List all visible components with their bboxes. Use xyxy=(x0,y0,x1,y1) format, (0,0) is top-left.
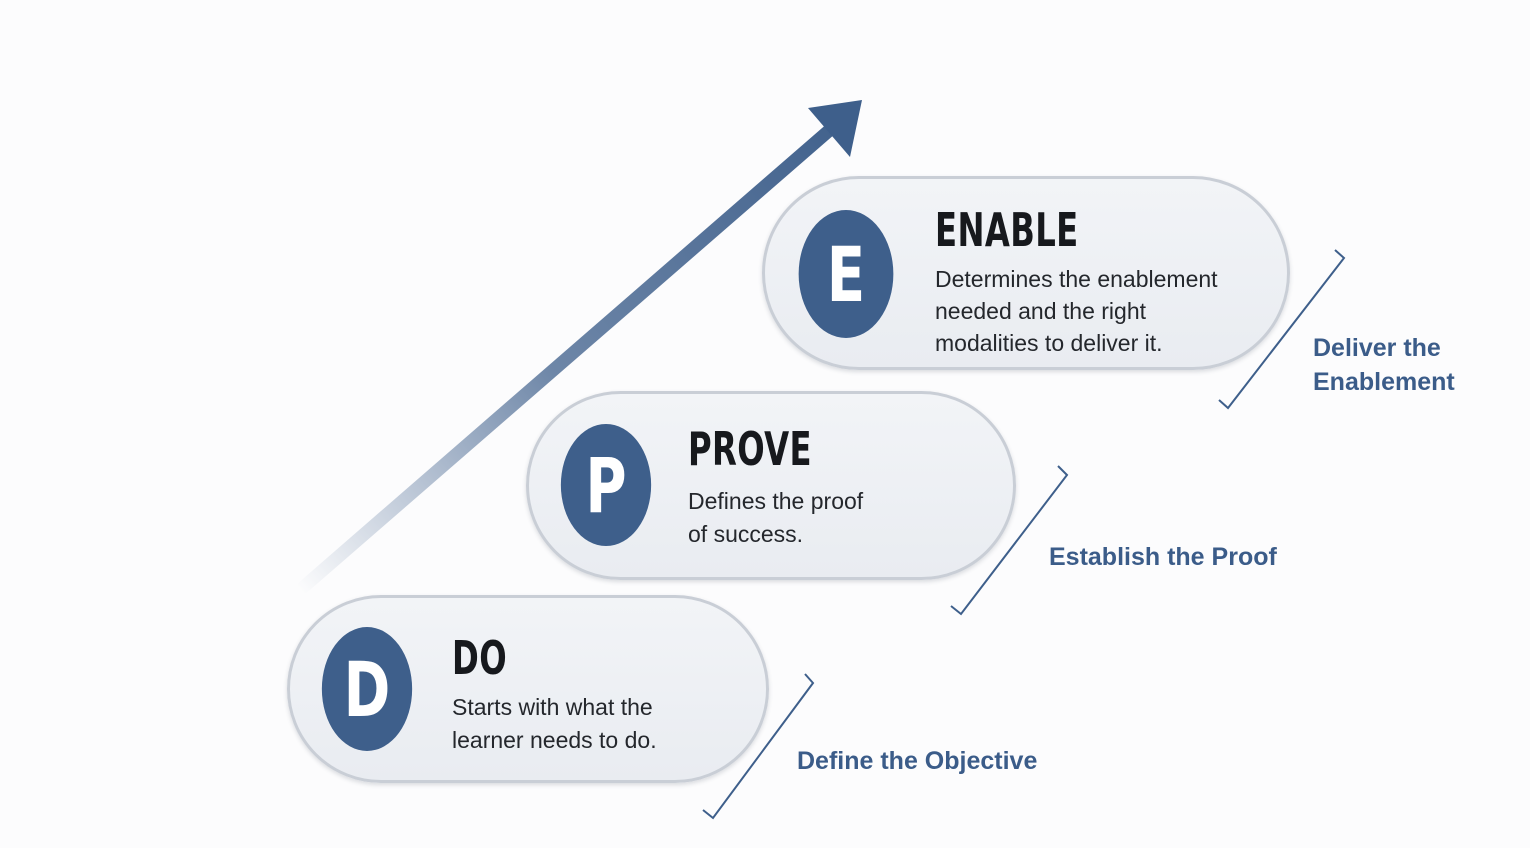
outcome-label-enable: Deliver the Enablement xyxy=(1313,334,1455,396)
step-prove-title: PROVE xyxy=(688,422,812,476)
step-do-title: DO xyxy=(452,631,508,685)
outcome-label-do: Define the Objective xyxy=(797,747,1038,775)
step-enable-badge: E xyxy=(798,210,894,338)
step-do-letter: D xyxy=(343,644,391,734)
step-do-description: Starts with what the learner needs to do… xyxy=(452,691,657,757)
step-enable-description-line: modalities to deliver it. xyxy=(935,330,1163,356)
progress-arrow-shaft xyxy=(295,123,837,595)
step-enable-letter: E xyxy=(826,229,866,319)
step-prove-badge: P xyxy=(560,424,652,546)
step-do-card: D DO Starts with what the learner needs … xyxy=(287,595,769,783)
step-prove-card: P PROVE Defines the proof of success. xyxy=(526,391,1016,580)
bracket-enable xyxy=(1218,249,1346,410)
step-do-badge: D xyxy=(321,627,413,751)
step-do-description-line: learner needs to do. xyxy=(452,727,657,753)
step-enable-description-line: Determines the enablement xyxy=(935,266,1218,292)
progress-arrow-head xyxy=(808,100,862,157)
outcome-label-prove: Establish the Proof xyxy=(1049,543,1277,571)
step-enable-card: E ENABLE Determines the enablement neede… xyxy=(762,176,1290,370)
step-enable-description-line: needed and the right xyxy=(935,298,1147,324)
step-prove-letter: P xyxy=(585,440,627,530)
step-do-description-line: Starts with what the xyxy=(452,694,653,720)
step-enable-description: Determines the enablement needed and the… xyxy=(935,263,1218,359)
step-prove-description: Defines the proof of success. xyxy=(688,485,863,551)
step-enable-title: ENABLE xyxy=(935,203,1079,257)
step-prove-description-line: of success. xyxy=(688,521,804,547)
bracket-prove xyxy=(950,465,1069,616)
step-prove-description-line: Defines the proof xyxy=(688,488,864,514)
bracket-do xyxy=(702,673,815,820)
